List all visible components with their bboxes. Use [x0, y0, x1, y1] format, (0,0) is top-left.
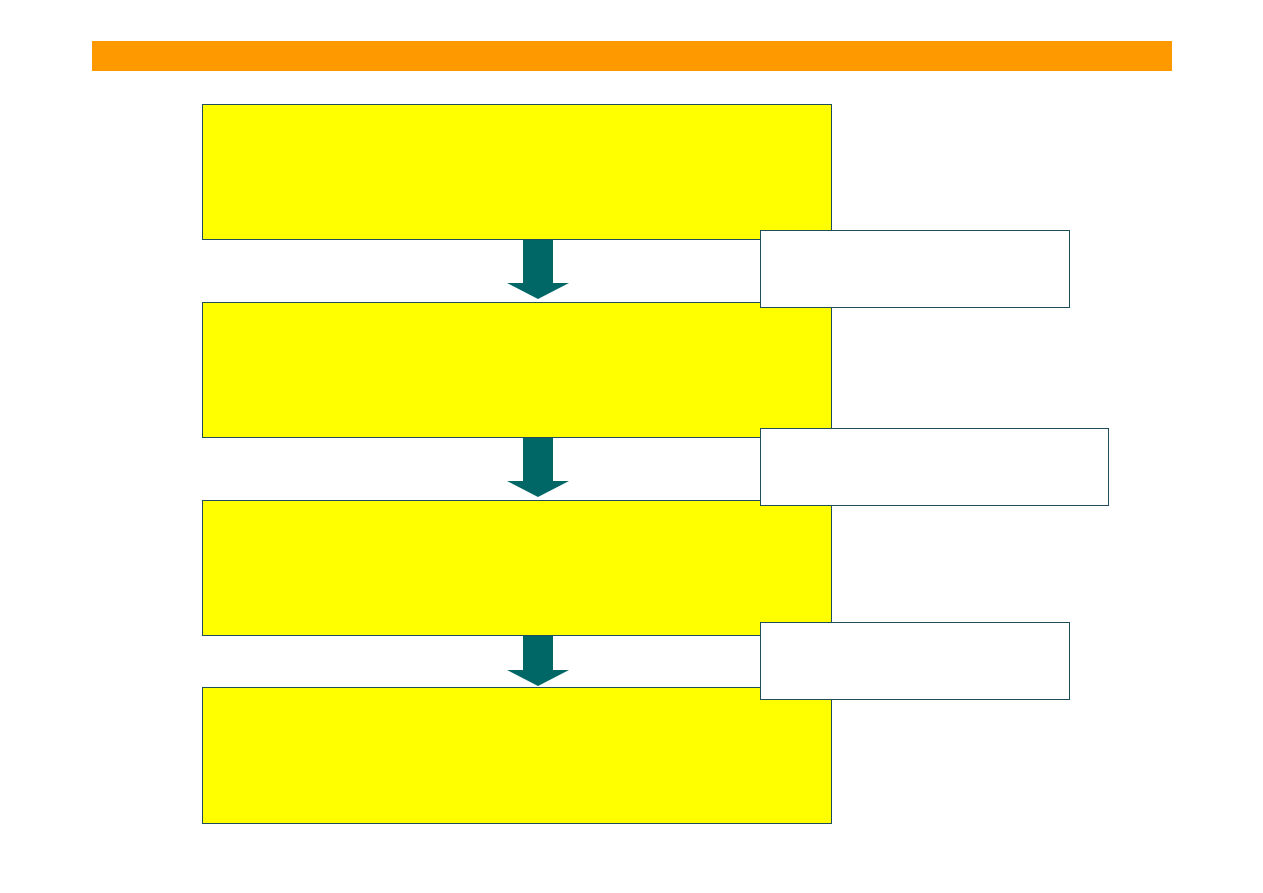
side-note-2	[760, 428, 1109, 506]
side-note-1	[760, 230, 1070, 308]
title-bar	[92, 41, 1172, 71]
flow-step-2	[202, 302, 832, 438]
down-arrow-1	[507, 240, 569, 299]
down-arrow-3	[507, 636, 569, 686]
flow-step-4	[202, 687, 832, 824]
flow-step-3	[202, 500, 832, 636]
side-note-3	[760, 622, 1070, 700]
flow-step-1	[202, 104, 832, 240]
down-arrow-2	[507, 438, 569, 497]
